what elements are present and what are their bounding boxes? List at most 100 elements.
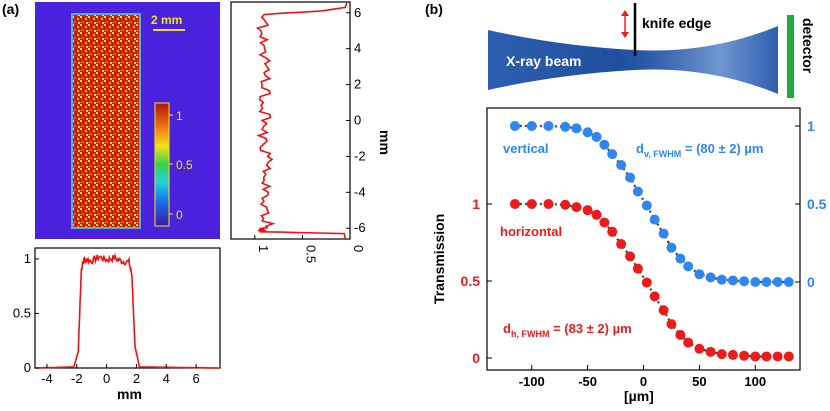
vertical-data-point bbox=[694, 269, 705, 280]
horizontal-data-point bbox=[675, 329, 686, 340]
profile-x-line bbox=[34, 252, 221, 369]
profile-x-tick-label: 4 bbox=[163, 371, 170, 386]
horizontal-data-point bbox=[705, 346, 716, 357]
vertical-data-point bbox=[727, 275, 738, 286]
vertical-data-point bbox=[599, 139, 610, 150]
horizontal-data-point bbox=[727, 349, 738, 360]
profile-y-tick-label: -4 bbox=[354, 184, 366, 199]
vertical-data-point bbox=[571, 123, 582, 134]
horizontal-fwhm-annotation: dh, FWHM = (83 ± 2) µm bbox=[503, 321, 632, 339]
horizontal-data-point bbox=[560, 199, 571, 210]
vertical-data-point bbox=[783, 277, 794, 287]
profile-y-tick-label: 4 bbox=[354, 41, 361, 56]
horizontal-data-point bbox=[750, 351, 761, 362]
profile-x-xlabel: mm bbox=[117, 386, 142, 402]
vertical-fwhm-annotation: dv, FWHM = (80 ± 2) µm bbox=[636, 141, 763, 159]
vertical-data-point bbox=[649, 214, 660, 225]
profile-x-ytick-label: 0 bbox=[24, 360, 31, 375]
movement-arrow-icon bbox=[621, 10, 629, 38]
profile-y-xtick-label: 0.5 bbox=[303, 245, 318, 263]
vertical-data-point bbox=[666, 242, 677, 253]
vertical-data-point bbox=[526, 121, 537, 131]
vertical-data-point bbox=[658, 228, 669, 239]
horizontal-data-point bbox=[526, 199, 537, 209]
vertical-data-point bbox=[509, 121, 520, 131]
b-xtick-label: 0 bbox=[640, 374, 647, 389]
vertical-series-label: vertical bbox=[503, 141, 549, 156]
profile-x-tick-label: 2 bbox=[133, 371, 140, 386]
vertical-data-point bbox=[772, 277, 783, 287]
profile-x-tick-label: -4 bbox=[41, 371, 53, 386]
beam-diagram: X-ray beam knife edge detector bbox=[488, 3, 816, 98]
knife-edge-label: knife edge bbox=[642, 15, 711, 31]
b-right-tick-label: 0 bbox=[807, 274, 815, 290]
vertical-data-point bbox=[591, 131, 602, 142]
b-left-tick-label: 0 bbox=[472, 350, 480, 366]
horizontal-data-point bbox=[607, 226, 618, 237]
detector-label: detector bbox=[800, 18, 816, 74]
horizontal-data-point bbox=[666, 319, 677, 330]
horizontal-data-point bbox=[571, 202, 582, 213]
profile-x-plot: -4 -2 0 2 4 6 0 0.5 1 mm bbox=[13, 247, 221, 402]
horizontal-data-point bbox=[761, 351, 772, 362]
horizontal-data-point bbox=[591, 209, 602, 220]
horizontal-data-point bbox=[683, 337, 694, 348]
b-right-tick-label: 0.5 bbox=[807, 196, 827, 212]
horizontal-data-point bbox=[641, 277, 652, 288]
vertical-data-point bbox=[683, 261, 694, 272]
horizontal-data-point bbox=[658, 305, 669, 316]
profile-y-tick-label: 6 bbox=[354, 5, 361, 20]
transmission-ylabel: Transmission bbox=[431, 214, 447, 304]
horizontal-data-point bbox=[772, 351, 783, 362]
profile-y-tick-label: -6 bbox=[354, 220, 366, 235]
b-xtick-label: -50 bbox=[578, 374, 597, 389]
profile-y-tick-label: 2 bbox=[354, 77, 361, 92]
profile-y-line bbox=[255, 2, 348, 240]
horizontal-data-point bbox=[716, 349, 727, 360]
vertical-data-point bbox=[616, 160, 627, 170]
colorbar-tick-1: 1 bbox=[176, 109, 183, 123]
vertical-data-point bbox=[739, 276, 750, 287]
profile-y-tick-label: -2 bbox=[354, 148, 366, 163]
horizontal-data-point bbox=[694, 343, 705, 354]
vertical-data-point bbox=[632, 186, 643, 197]
colorbar-tick-0.5: 0.5 bbox=[176, 158, 193, 172]
horizontal-data-point bbox=[509, 199, 520, 209]
horizontal-data-point bbox=[616, 239, 627, 250]
vertical-data-point bbox=[675, 253, 686, 264]
image-map-sample bbox=[71, 13, 141, 229]
position-xlabel: [µm] bbox=[624, 388, 654, 404]
profile-y-xtick-label: 1 bbox=[256, 245, 271, 252]
b-xtick-label: 100 bbox=[744, 374, 766, 389]
vertical-data-point bbox=[543, 121, 554, 131]
horizontal-data-point bbox=[599, 217, 610, 228]
b-xtick-label: 50 bbox=[692, 374, 706, 389]
vertical-data-point bbox=[705, 272, 716, 283]
b-left-tick-label: 0.5 bbox=[461, 273, 481, 289]
profile-x-tick-label: 0 bbox=[103, 371, 110, 386]
horizontal-data-point bbox=[625, 251, 636, 262]
panel-b-label: (b) bbox=[425, 1, 443, 17]
profile-x-tick-label: -2 bbox=[71, 371, 83, 386]
profile-x-ytick-label: 0.5 bbox=[13, 305, 31, 320]
vertical-data-point bbox=[582, 127, 593, 138]
horizontal-data-point bbox=[582, 205, 593, 216]
colorbar bbox=[154, 102, 170, 227]
b-left-tick-label: 1 bbox=[472, 196, 480, 212]
vertical-data-point bbox=[625, 172, 636, 183]
profile-x-ytick-label: 1 bbox=[24, 251, 31, 266]
horizontal-data-point bbox=[543, 199, 554, 209]
vertical-data-point bbox=[607, 149, 618, 160]
scalebar-label: 2 mm bbox=[151, 13, 182, 27]
profile-y-ylabel: mm bbox=[377, 130, 393, 155]
b-right-tick-label: 1 bbox=[807, 118, 815, 134]
vertical-data-point bbox=[716, 274, 727, 285]
vertical-data-point bbox=[761, 277, 772, 287]
profile-x-tick-label: 6 bbox=[193, 371, 200, 386]
horizontal-data-point bbox=[649, 291, 660, 302]
profile-y-xtick-label: 0 bbox=[351, 245, 366, 252]
detector bbox=[787, 15, 794, 98]
